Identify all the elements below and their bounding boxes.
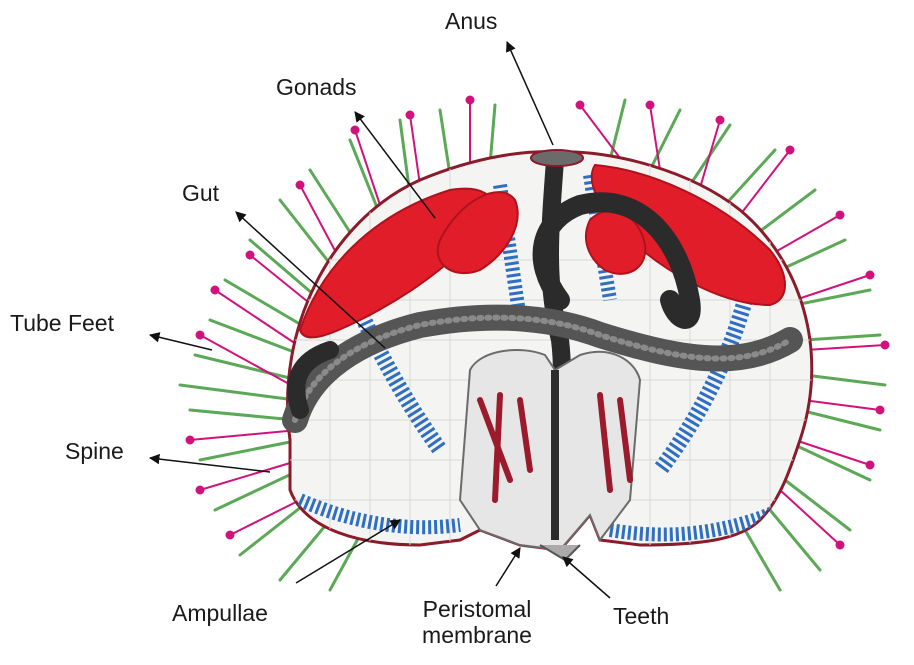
label-tube-feet: Tube Feet [10,310,114,336]
arrow-peristomal [496,548,520,586]
arrow-spine [150,458,270,472]
label-spine: Spine [65,438,124,464]
label-peristomal-line1: Peristomal [392,596,562,622]
label-peristomal-membrane: Peristomal membrane [392,596,562,649]
anus-opening [531,150,583,166]
label-teeth: Teeth [613,603,669,629]
label-anus: Anus [445,8,497,34]
arrow-anus [507,42,553,145]
label-gonads: Gonads [276,74,357,100]
label-gut: Gut [182,180,219,206]
label-ampullae: Ampullae [172,600,268,626]
arrow-teeth [563,557,610,598]
label-peristomal-line2: membrane [392,622,562,648]
